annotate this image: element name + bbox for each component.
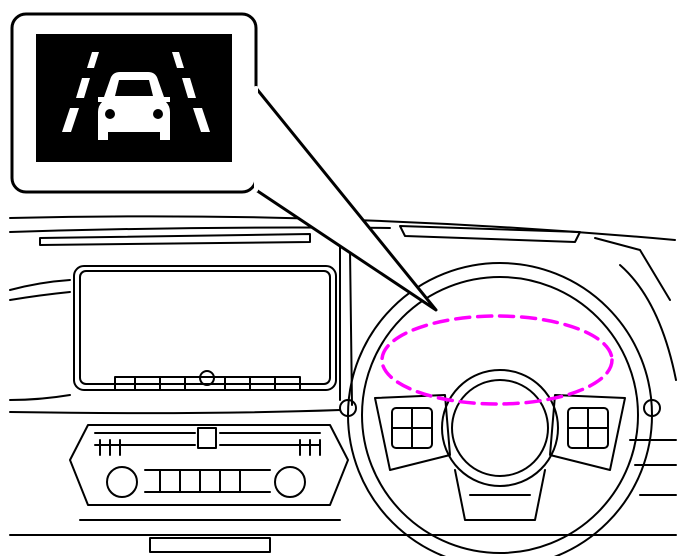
dashboard-outline (9, 215, 677, 536)
left-climate-knob (106, 466, 138, 498)
right-climate-knob (274, 466, 306, 498)
meter-highlight (380, 314, 614, 406)
center-console (69, 424, 349, 553)
callout (10, 12, 438, 312)
lane-departure-car-icon (62, 52, 210, 140)
steering-wheel (339, 262, 677, 556)
center-display (73, 265, 337, 391)
